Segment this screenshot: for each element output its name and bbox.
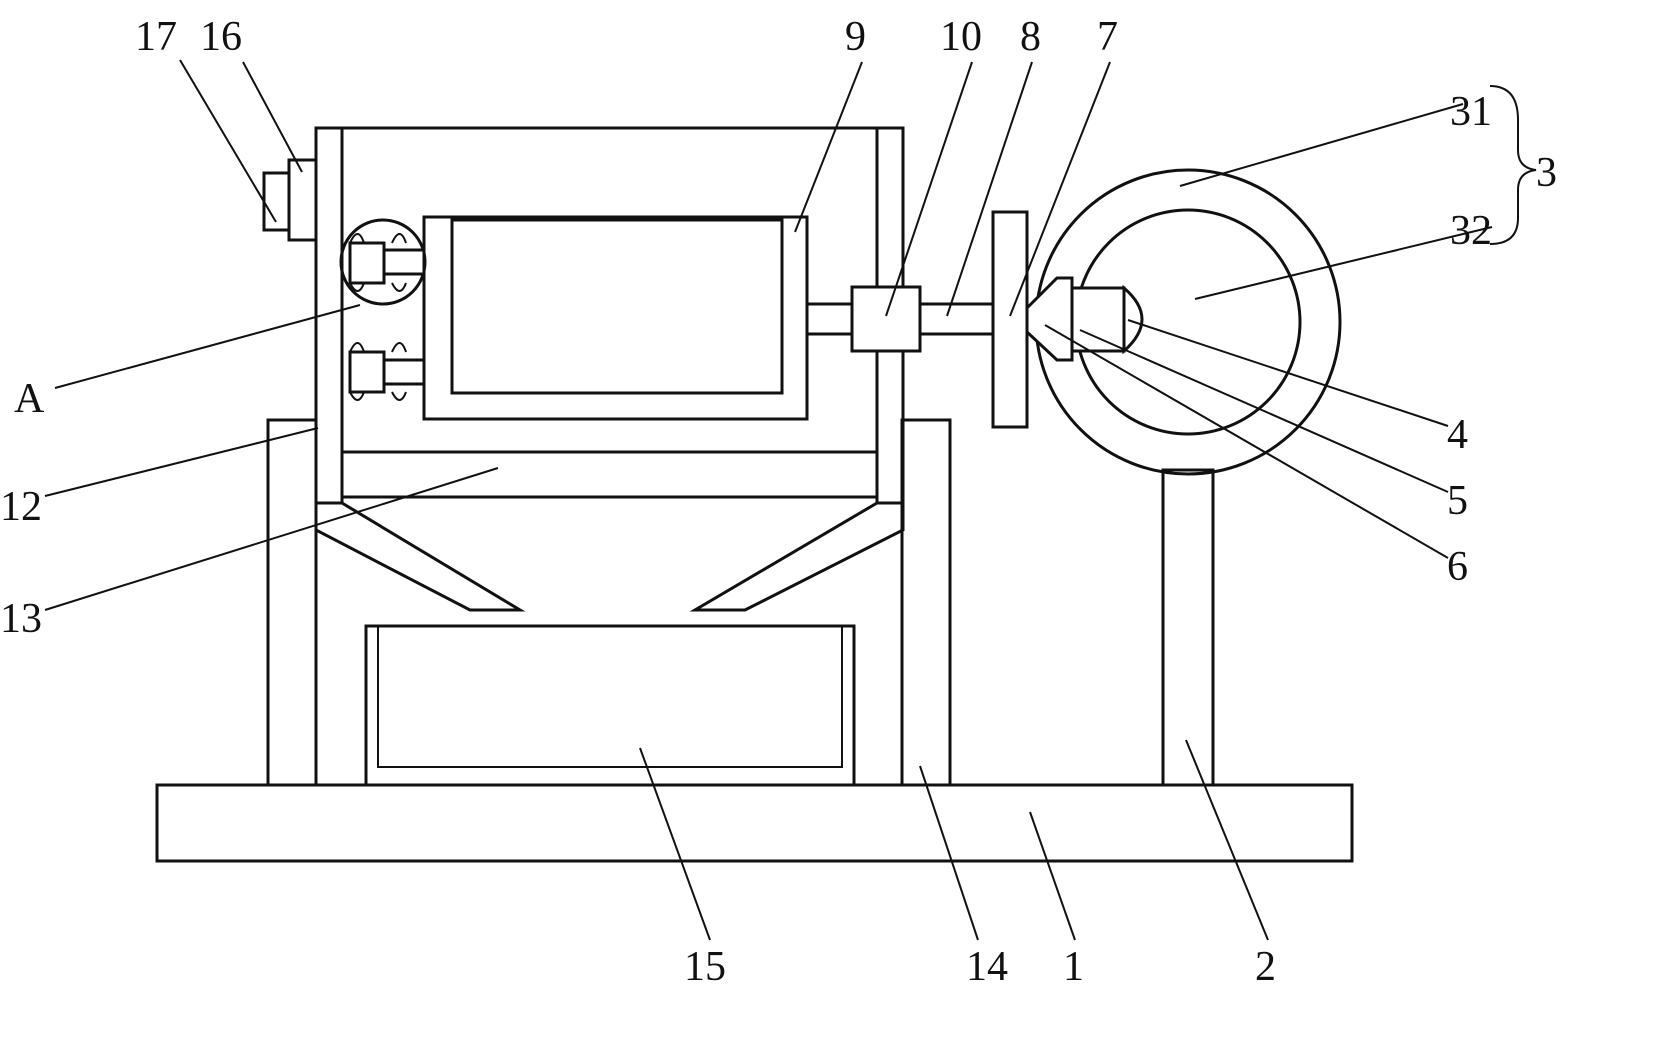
collection-drawer-inner (377, 625, 843, 768)
upper-bearing-block (348, 241, 386, 285)
filter-screen (340, 450, 879, 499)
upper-shaft-stub (382, 248, 426, 276)
label-6: 6 (1447, 544, 1468, 590)
base-plate (155, 783, 1354, 863)
drum-inner (450, 218, 784, 395)
label-10: 10 (940, 14, 982, 60)
label-a: A (14, 376, 45, 422)
right-support-leg (900, 418, 952, 787)
label-12: 12 (0, 484, 42, 530)
label-2: 2 (1255, 944, 1276, 990)
hopper-left (314, 501, 526, 612)
label-17: 17 (135, 14, 177, 60)
shaft-coupling (850, 285, 922, 353)
motor-stand (1161, 468, 1215, 787)
collection-drawer (364, 624, 856, 787)
controller-box (287, 158, 318, 242)
label-3-brace (1489, 85, 1537, 245)
label-16: 16 (200, 14, 242, 60)
lower-bearing-block (348, 350, 386, 394)
label-31: 31 (1450, 89, 1492, 135)
drive-disc (991, 210, 1029, 429)
label-9: 9 (845, 14, 866, 60)
label-3: 3 (1536, 150, 1557, 196)
upper-spring (349, 233, 407, 292)
motor-end-cap (1122, 284, 1144, 355)
label-15: 15 (684, 944, 726, 990)
label-14: 14 (966, 944, 1008, 990)
lower-shaft-stub (382, 358, 426, 386)
left-support-leg (266, 418, 318, 787)
label-4: 4 (1447, 412, 1468, 458)
motor-nozzle (1025, 276, 1074, 362)
label-13: 13 (0, 596, 42, 642)
label-8: 8 (1020, 14, 1041, 60)
label-1: 1 (1063, 944, 1084, 990)
leader-lines (44, 59, 1493, 941)
label-5: 5 (1447, 478, 1468, 524)
label-7: 7 (1097, 14, 1118, 60)
motor-body (1070, 286, 1126, 353)
hopper-right (689, 501, 905, 612)
lower-spring (349, 342, 407, 401)
label-32: 32 (1450, 208, 1492, 254)
